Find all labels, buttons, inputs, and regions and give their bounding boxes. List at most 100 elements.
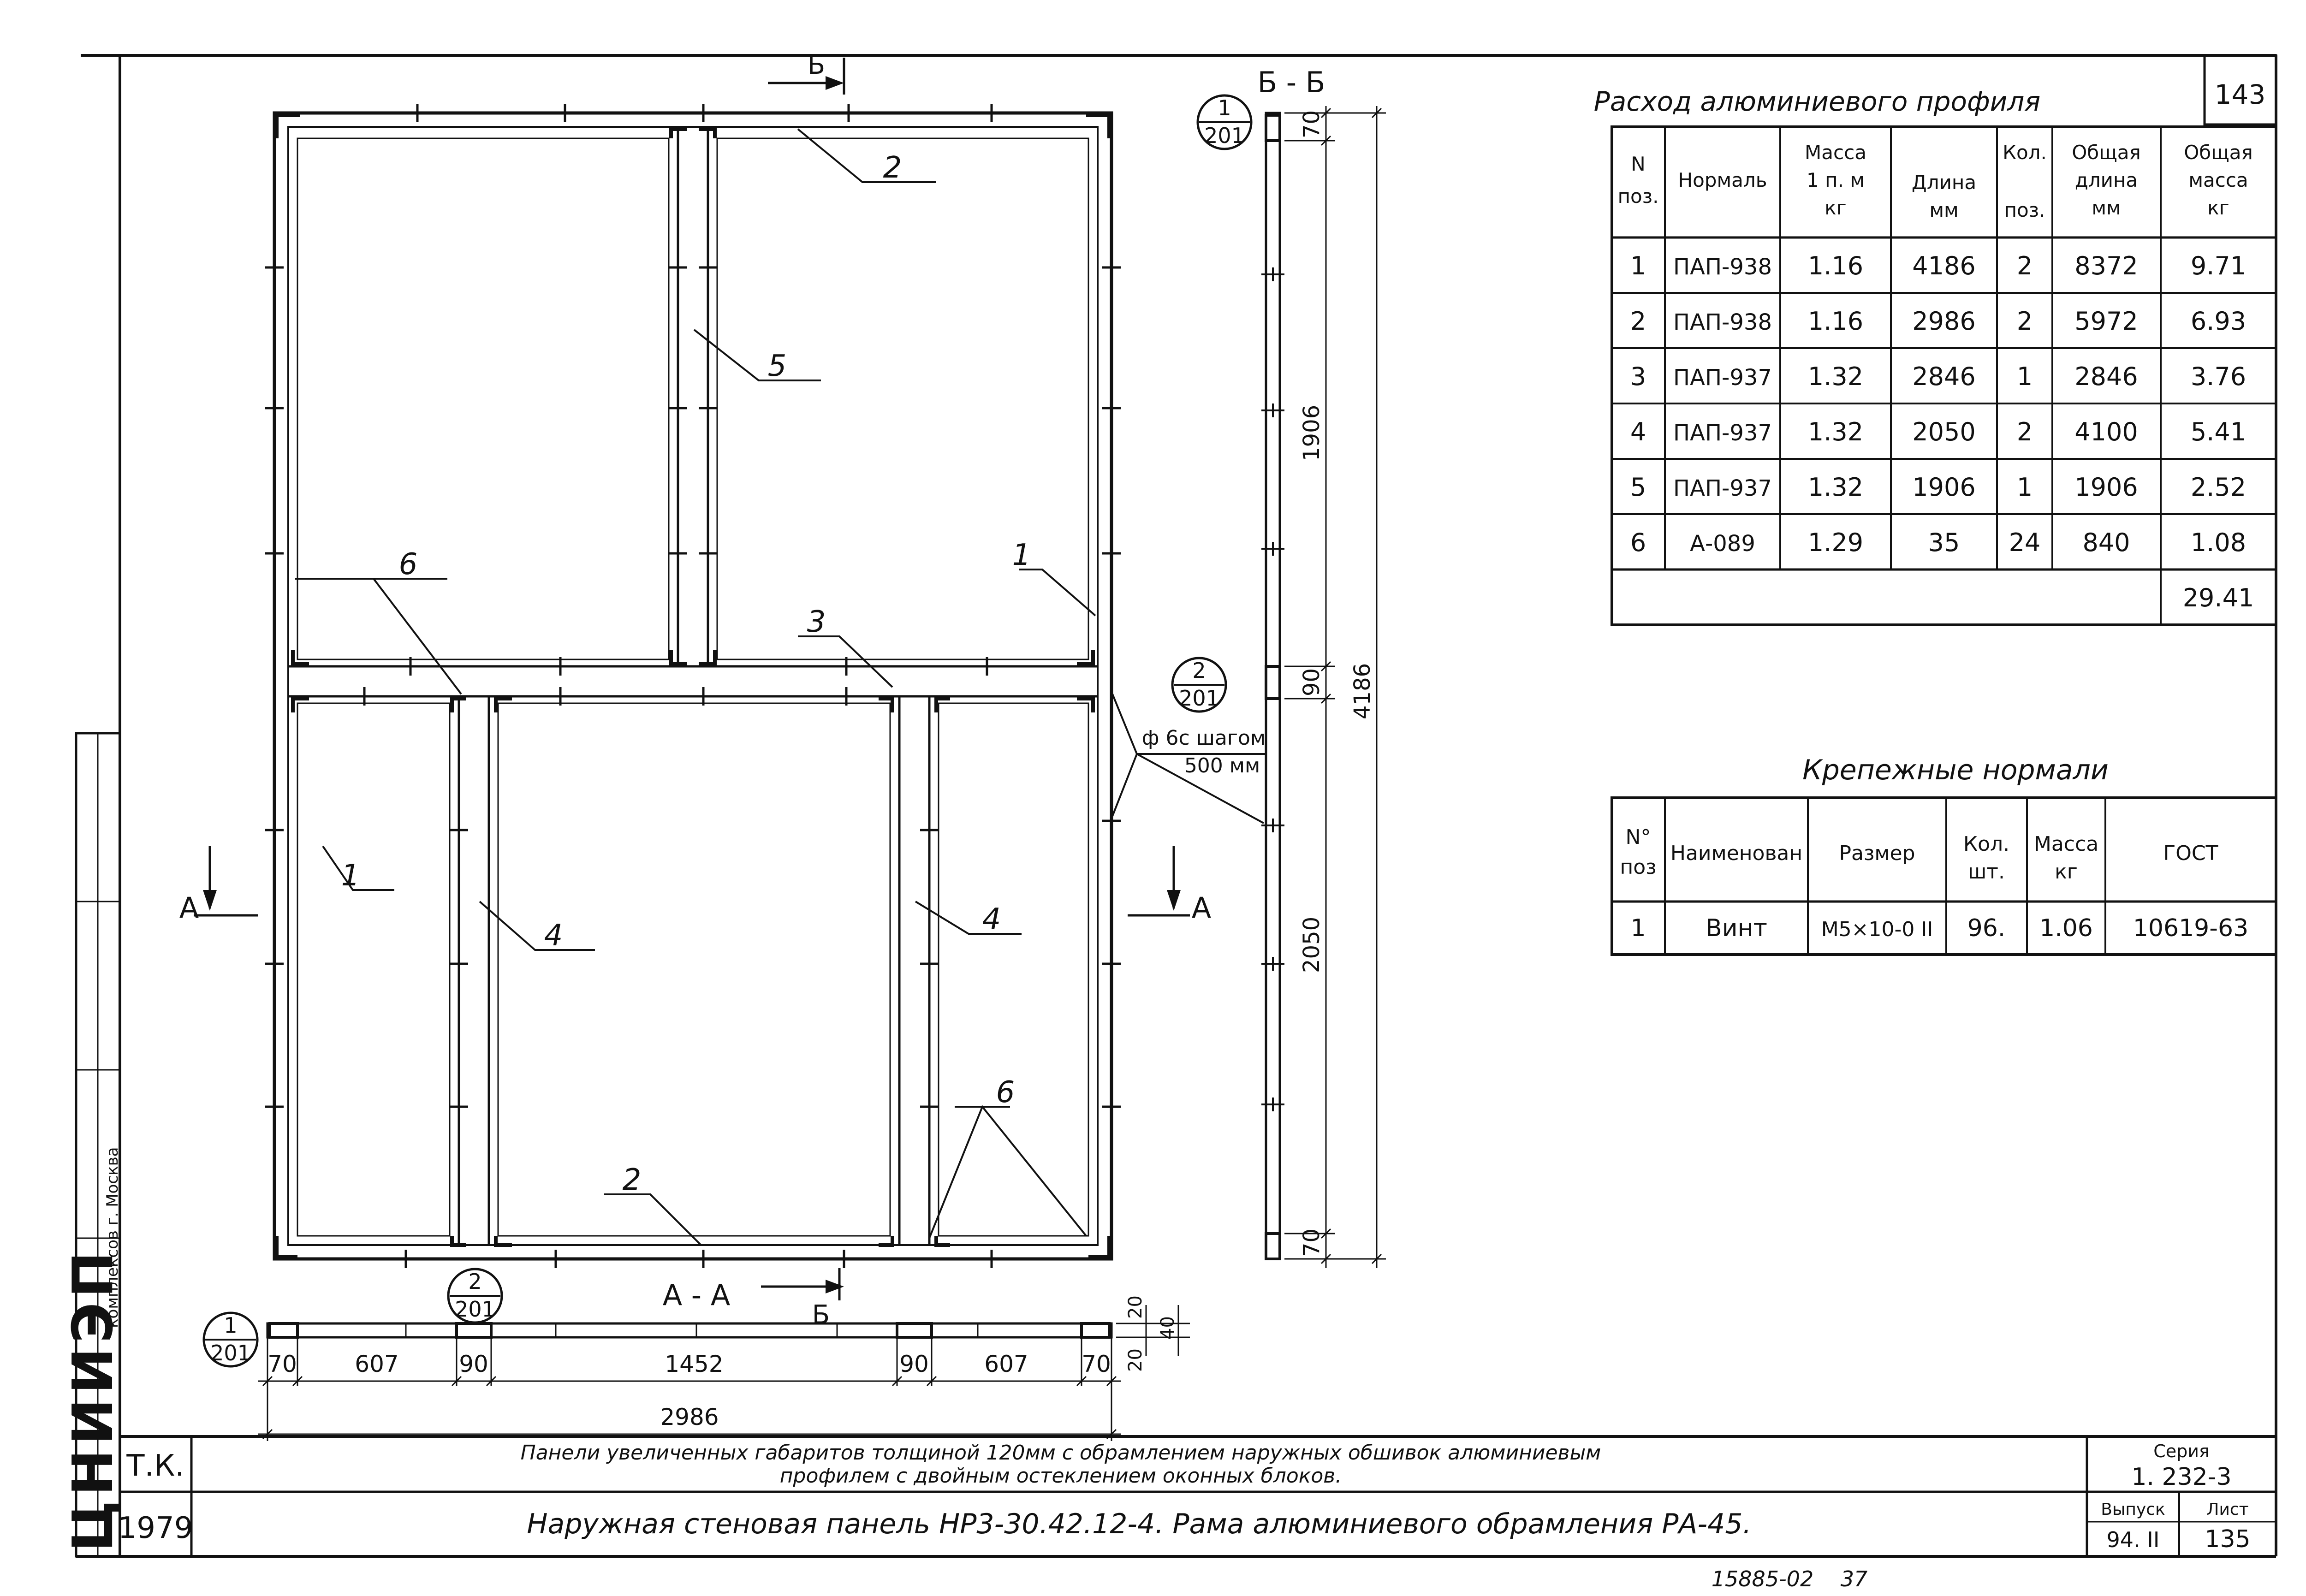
fastener-table-title: Крепежные нормали <box>1802 754 2109 786</box>
profile-table-cell: ПАП-937 <box>1673 475 1772 501</box>
dim-h-70-right: 70 <box>1082 1351 1111 1377</box>
profile-table-cell: 2846 <box>1912 362 1975 391</box>
section-bb-profile <box>1265 112 1281 1260</box>
title-issue-label: Выпуск <box>2101 1500 2165 1519</box>
profile-table-cell: ПАП-937 <box>1673 420 1772 446</box>
section-aa-title: А - А <box>663 1278 731 1312</box>
fastener-table-cell: 1.06 <box>2039 914 2093 942</box>
node-callout-2-top: 2 <box>1192 658 1206 683</box>
profile-table-cell: 2986 <box>1912 307 1975 336</box>
ft-h-size: Размер <box>1839 842 1915 865</box>
profile-table-cell: 1.32 <box>1808 362 1863 391</box>
pos-label-1-left: 1 <box>341 859 360 893</box>
dim-v-90: 90 <box>1299 668 1325 696</box>
pt-h-mass-2: 1 п. м <box>1807 169 1865 191</box>
node-callout-3-top: 2 <box>468 1269 481 1294</box>
pos-label-1-right: 1 <box>1012 538 1031 572</box>
dim-h-607-left: 607 <box>355 1351 398 1377</box>
profile-table-grid <box>1611 125 2277 626</box>
node-callout-3: 2 201 <box>447 1268 503 1324</box>
pos-label-3: 3 <box>807 605 826 639</box>
node-callout-1-bottom: 201 <box>1204 123 1245 148</box>
fastener-table-cell: 96. <box>1967 914 2006 942</box>
profile-table-cell: А-089 <box>1690 531 1755 557</box>
title-sheet-value: 135 <box>2205 1525 2250 1553</box>
dim-thickness-20-bottom: 20 <box>1125 1348 1146 1372</box>
profile-table-cell: 1 <box>1630 251 1646 280</box>
dim-thickness-40: 40 <box>1157 1316 1178 1340</box>
node-callout-1: 1 201 <box>1196 94 1253 150</box>
pt-h-length-1: Длина <box>1912 171 1976 194</box>
profile-table-cell: 8372 <box>2074 251 2138 280</box>
section-bb-dim-labels: 70 1906 90 2050 70 4186 <box>1299 110 1375 1257</box>
fastener-table-cell: Винт <box>1706 914 1767 942</box>
position-labels: 2 5 1 3 6 1 4 4 2 6 <box>341 151 1031 1197</box>
title-series-label: Серия <box>2153 1441 2210 1461</box>
profile-table-cell: 35 <box>1928 528 1960 557</box>
profile-table-cell: 2 <box>1630 307 1646 336</box>
pt-h-qty-2: поз. <box>2004 199 2045 221</box>
title-block-grid <box>120 1435 2276 1556</box>
profile-table-cell: 4100 <box>2074 417 2138 446</box>
dim-v-70-top: 70 <box>1299 110 1325 138</box>
title-series-value: 1. 232-3 <box>2131 1463 2231 1491</box>
org-subtitle-stamp: комплексов г. Москва <box>103 1147 122 1328</box>
section-bb-screws <box>1261 267 1284 1111</box>
profile-table-cell: 5.41 <box>2191 417 2246 446</box>
pt-h-mass-1: Масса <box>1805 141 1866 164</box>
pt-h-total-mass-3: кг <box>2207 196 2229 219</box>
profile-table-cell: ПАП-937 <box>1673 365 1772 391</box>
profile-table-cell: 2 <box>2017 417 2033 446</box>
profile-table-cell: 1.32 <box>1808 473 1863 502</box>
profile-table-cell: 2 <box>2017 251 2033 280</box>
sheet-corner-number: 143 <box>2215 79 2266 110</box>
fastener-table-grid <box>1611 796 2277 956</box>
ft-h-pos-2: поз <box>1620 855 1656 879</box>
pos-label-5: 5 <box>768 349 787 383</box>
dim-v-1906: 1906 <box>1299 405 1325 461</box>
profile-table-cell: 1.32 <box>1808 417 1863 446</box>
pt-h-qty-1: Кол. <box>2003 141 2047 164</box>
profile-table-cell: 6.93 <box>2191 307 2246 336</box>
pos-label-2-top: 2 <box>883 151 902 185</box>
node-callout-4-bottom: 201 <box>210 1341 251 1365</box>
section-cut-label-a-left: А <box>179 891 199 925</box>
pos-label-2-bottom: 2 <box>623 1163 642 1197</box>
dim-h-607-right: 607 <box>984 1351 1028 1377</box>
node-callout-2: 2 201 <box>1171 657 1227 713</box>
pt-h-total-len-3: мм <box>2092 196 2121 219</box>
position-leaders <box>295 128 1096 1246</box>
profile-table-cell: 1 <box>2017 362 2033 391</box>
ft-h-qty-2: шт. <box>1968 860 2005 884</box>
node-callout-2-bottom: 201 <box>1179 686 1219 711</box>
dim-overall-height: 4186 <box>1349 663 1375 719</box>
title-main: Наружная стеновая панель НР3-30.42.12-4.… <box>527 1508 1751 1540</box>
section-cut-markers <box>194 58 1190 1300</box>
screw-ticks <box>265 104 1121 1268</box>
pt-h-norm: Нормаль <box>1678 169 1767 191</box>
pt-h-total-mass-1: Общая <box>2184 141 2253 164</box>
profile-table-cell: 840 <box>2082 528 2130 557</box>
fastener-table-cell: М5×10-0 II <box>1821 918 1933 941</box>
pos-label-4-left: 4 <box>544 919 563 953</box>
profile-table-cell: 2.52 <box>2191 473 2246 502</box>
section-cut-label-a-right: А <box>1192 891 1211 925</box>
pos-label-6-bottom: 6 <box>996 1075 1015 1109</box>
pos-label-6-top: 6 <box>399 547 418 581</box>
title-year: 1979 <box>118 1511 193 1545</box>
section-aa-dim-labels: 70 607 90 1452 90 607 70 2986 <box>267 1351 1111 1430</box>
section-bb-title: Б - Б <box>1258 65 1325 99</box>
profile-table-cell: 1.08 <box>2191 528 2246 557</box>
profile-table-cell: 3.76 <box>2191 362 2246 391</box>
profile-table-cell: 4186 <box>1912 251 1975 280</box>
node-callout-4: 1 201 <box>202 1311 259 1368</box>
node-callout-3-bottom: 201 <box>455 1297 495 1322</box>
profile-table-cell: 1 <box>2017 473 2033 502</box>
fastener-table-cell: 10619-63 <box>2133 914 2248 942</box>
pt-h-mass-3: кг <box>1825 196 1846 219</box>
profile-table-total: 29.41 <box>2183 583 2254 612</box>
profile-table-cell: 1.16 <box>1808 251 1863 280</box>
profile-table-cell: 9.71 <box>2191 251 2246 280</box>
profile-table-cell: 6 <box>1630 528 1646 557</box>
